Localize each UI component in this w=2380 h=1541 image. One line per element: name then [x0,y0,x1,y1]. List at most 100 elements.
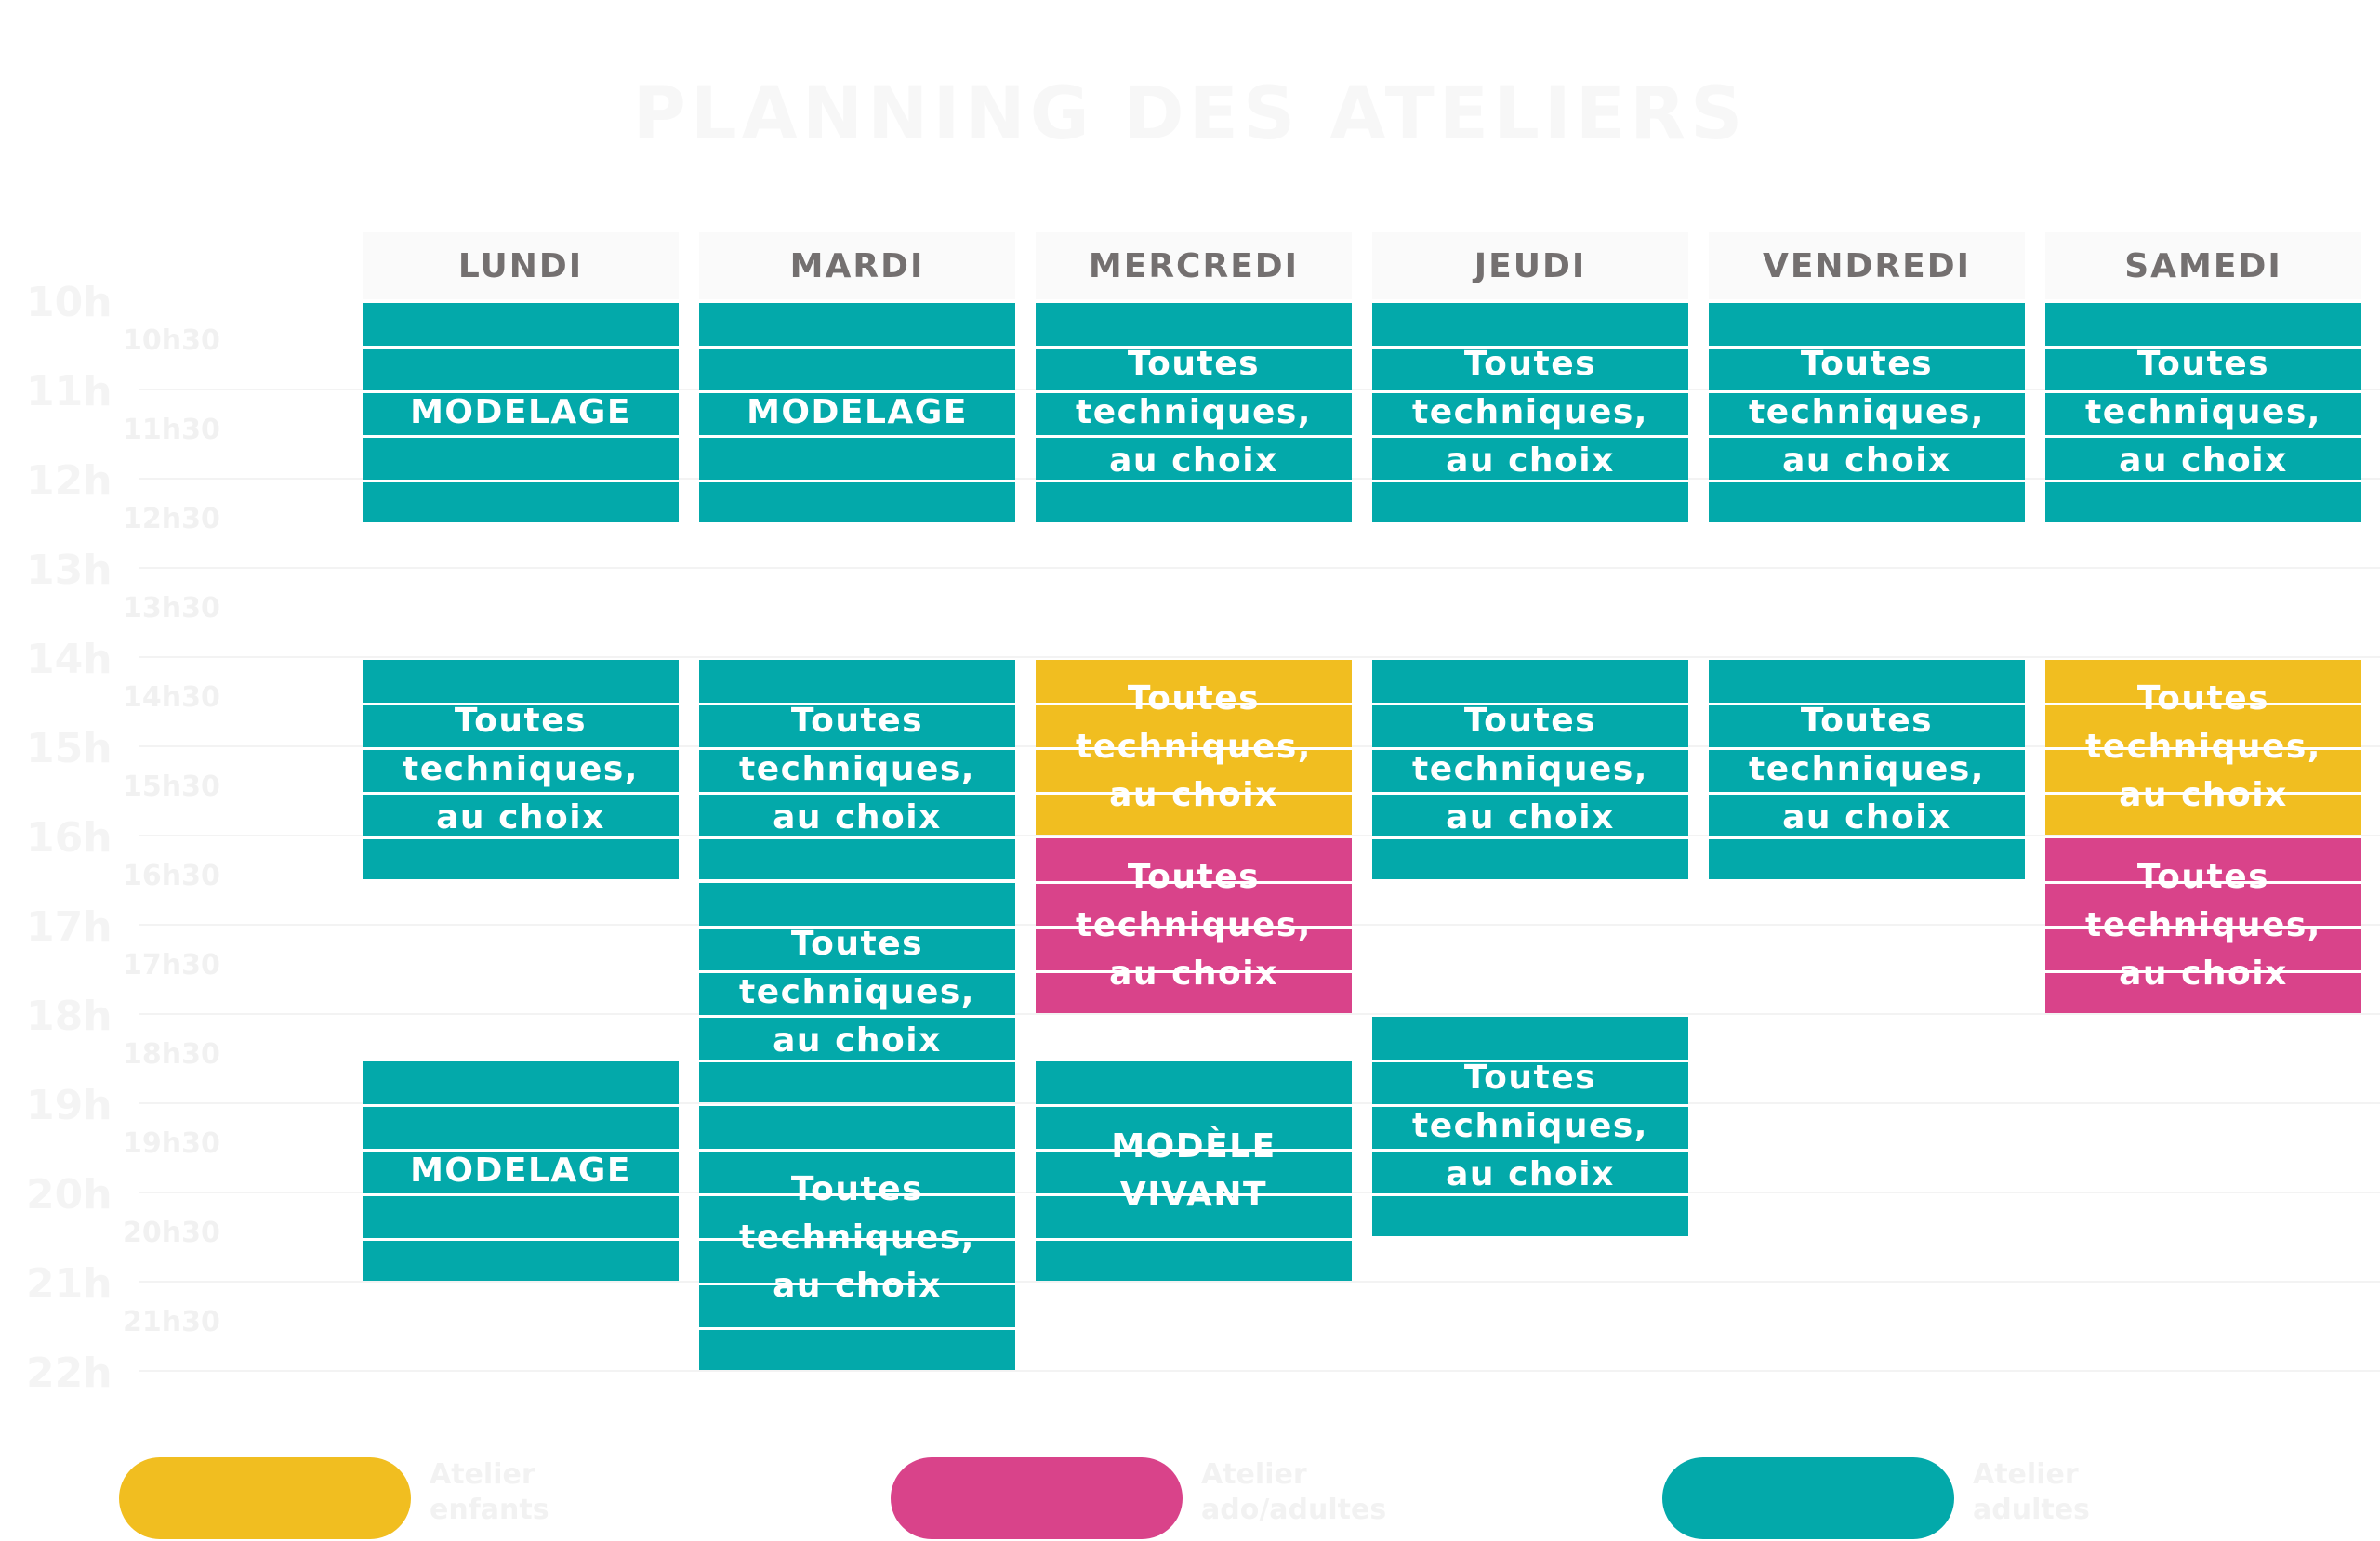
workshop-label: Toutes techniques, au choix [1412,344,1648,481]
workshop-block[interactable]: Toutes techniques, au choix [1036,660,1352,835]
hour-label: 22h [26,1350,112,1397]
half-hour-label: 19h30 [123,1127,220,1160]
workshop-block[interactable]: Toutes techniques, au choix [363,660,679,879]
workshop-label: Toutes techniques, au choix [2085,678,2321,815]
workshop-block[interactable]: Toutes techniques, au choix [699,1106,1015,1370]
slot-separator [699,390,1015,393]
slot-separator [1709,836,2025,839]
workshop-label: MODELAGE [410,1151,631,1190]
workshop-label: Toutes techniques, au choix [1412,1058,1648,1194]
slot-separator [2045,881,2361,884]
slot-separator [2045,390,2361,393]
half-hour-label: 11h30 [123,414,220,446]
workshop-block[interactable]: Toutes techniques, au choix [699,660,1015,879]
workshop-block[interactable]: MODELAGE [699,303,1015,522]
slot-separator [363,836,679,839]
slot-separator [699,792,1015,795]
slot-separator [1372,390,1688,393]
workshop-block[interactable]: MODÈLE VIVANT [1036,1061,1352,1281]
slot-separator [1372,747,1688,750]
workshop-label: Toutes techniques, au choix [1076,857,1312,994]
slot-separator [699,435,1015,438]
slot-separator [363,346,679,349]
legend-swatch-pink [891,1457,1183,1539]
slot-separator [1036,1193,1352,1196]
workshop-label: Toutes techniques, au choix [739,924,975,1060]
slot-separator [1709,346,2025,349]
hour-label: 14h [26,636,112,683]
slot-separator [363,1149,679,1152]
workshop-block[interactable]: Toutes techniques, au choix [1036,838,1352,1013]
slot-separator [2045,346,2361,349]
workshop-block[interactable]: Toutes techniques, au choix [2045,660,2361,835]
half-hour-label: 20h30 [123,1217,220,1249]
legend-swatch-yellow [119,1457,411,1539]
slot-separator [699,346,1015,349]
slot-separator [2045,926,2361,929]
slot-separator [363,1104,679,1107]
workshop-block[interactable]: Toutes techniques, au choix [1372,303,1688,522]
slot-separator [699,1060,1015,1062]
hour-label: 12h [26,457,112,505]
slot-separator [1036,703,1352,705]
slot-separator [1372,836,1688,839]
workshop-block[interactable]: MODELAGE [363,1061,679,1281]
slot-separator [1372,480,1688,482]
hour-label: 15h [26,725,112,772]
workshop-label: Toutes techniques, au choix [2085,857,2321,994]
workshop-block[interactable]: Toutes techniques, au choix [2045,838,2361,1013]
slot-separator [699,1193,1015,1196]
workshop-block[interactable]: MODELAGE [363,303,679,522]
slot-separator [363,480,679,482]
workshop-label: Toutes techniques, au choix [739,701,975,837]
workshop-block[interactable]: Toutes techniques, au choix [2045,303,2361,522]
hour-gridline [139,1013,2380,1015]
slot-separator [2045,703,2361,705]
slot-separator [699,1238,1015,1241]
hour-label: 20h [26,1171,112,1218]
half-hour-label: 16h30 [123,860,220,892]
slot-separator [1036,747,1352,750]
workshop-block[interactable]: Toutes techniques, au choix [699,883,1015,1102]
hour-gridline [139,567,2380,569]
workshop-block[interactable]: Toutes techniques, au choix [1709,660,2025,879]
slot-separator [699,1327,1015,1330]
workshop-label: Toutes techniques, au choix [1749,701,1985,837]
hour-label: 21h [26,1260,112,1308]
slot-separator [1372,346,1688,349]
hour-label: 11h [26,368,112,415]
workshop-label: Toutes techniques, au choix [403,701,639,837]
day-header-mardi: MARDI [699,232,1015,299]
slot-separator [1709,480,2025,482]
workshop-block[interactable]: Toutes techniques, au choix [1372,660,1688,879]
slot-separator [1372,703,1688,705]
workshop-label: Toutes techniques, au choix [739,1169,975,1306]
workshop-label: MODELAGE [410,392,631,431]
slot-separator [2045,747,2361,750]
hour-label: 10h [26,279,112,326]
workshop-block[interactable]: Toutes techniques, au choix [1709,303,2025,522]
slot-separator [699,970,1015,973]
slot-separator [363,792,679,795]
workshop-label: Toutes techniques, au choix [1749,344,1985,481]
day-header-samedi: SAMEDI [2045,232,2361,299]
slot-separator [1372,435,1688,438]
workshop-label: Toutes techniques, au choix [1076,678,1312,815]
hour-gridline [139,656,2380,658]
half-hour-label: 18h30 [123,1038,220,1071]
workshop-label: MODELAGE [747,392,968,431]
slot-separator [1709,390,2025,393]
workshop-block[interactable]: Toutes techniques, au choix [1036,303,1352,522]
slot-separator [699,926,1015,929]
workshop-label: MODÈLE VIVANT [1111,1126,1276,1214]
legend-label: Atelier adultes [1973,1458,2090,1526]
slot-separator [1036,435,1352,438]
slot-separator [1372,792,1688,795]
workshop-block[interactable]: Toutes techniques, au choix [1372,1017,1688,1236]
half-hour-label: 10h30 [123,324,220,357]
workshop-label: Toutes techniques, au choix [1412,701,1648,837]
day-header-vendredi: VENDREDI [1709,232,2025,299]
slot-separator [699,836,1015,839]
workshop-label: Toutes techniques, au choix [2085,344,2321,481]
